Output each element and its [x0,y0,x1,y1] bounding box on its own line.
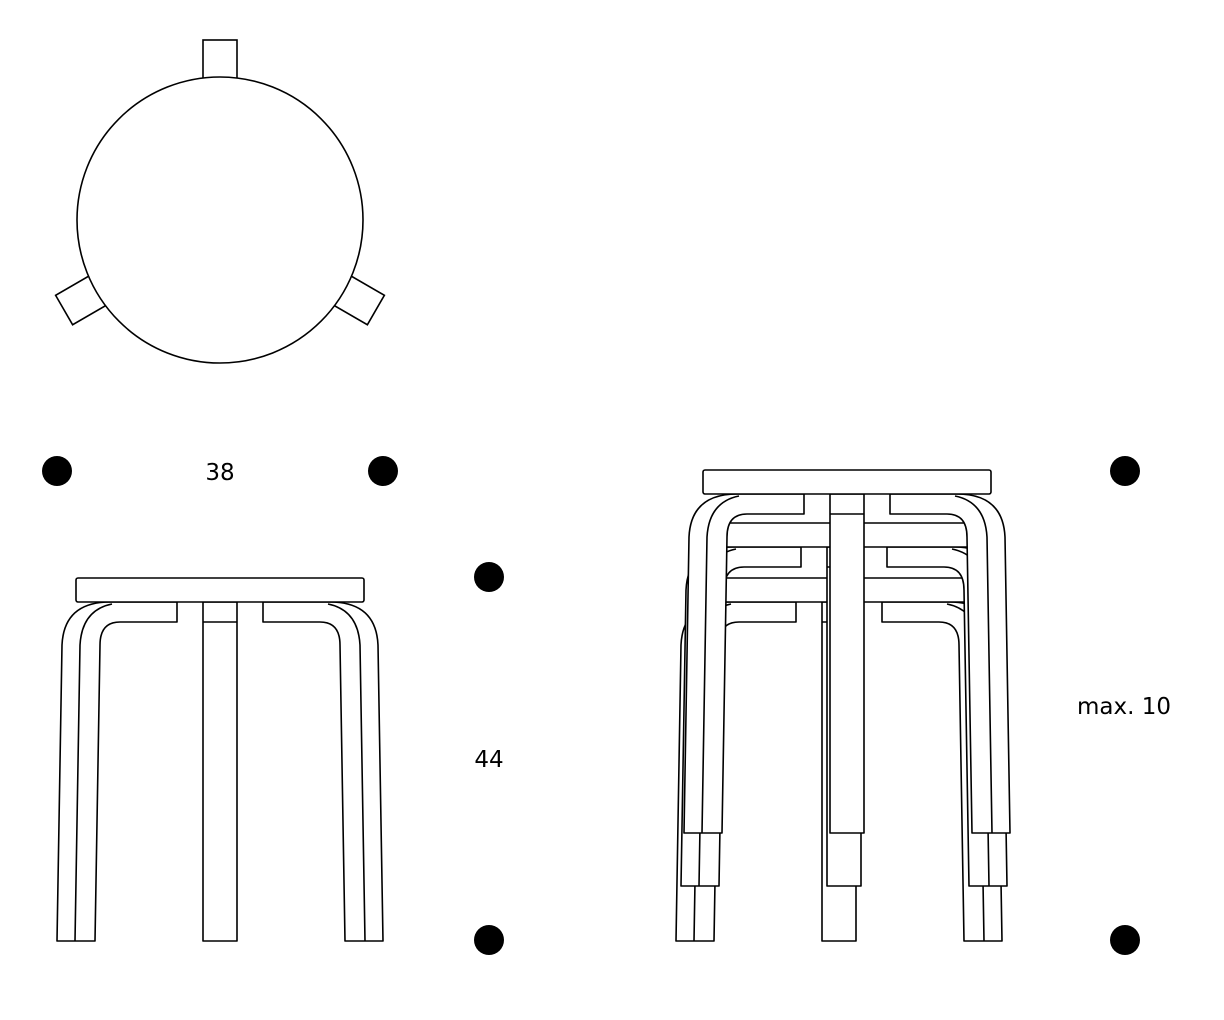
leg-tab [202,39,238,81]
height-label: 44 [474,747,504,773]
top-view [54,39,386,364]
front-view-stool [56,577,384,942]
stacked-stools [675,469,1011,942]
diameter-label: 38 [205,460,235,486]
stack-max-label: max. 10 [1077,694,1171,720]
dimension-dots [42,456,1140,955]
seat-circle [76,76,364,364]
